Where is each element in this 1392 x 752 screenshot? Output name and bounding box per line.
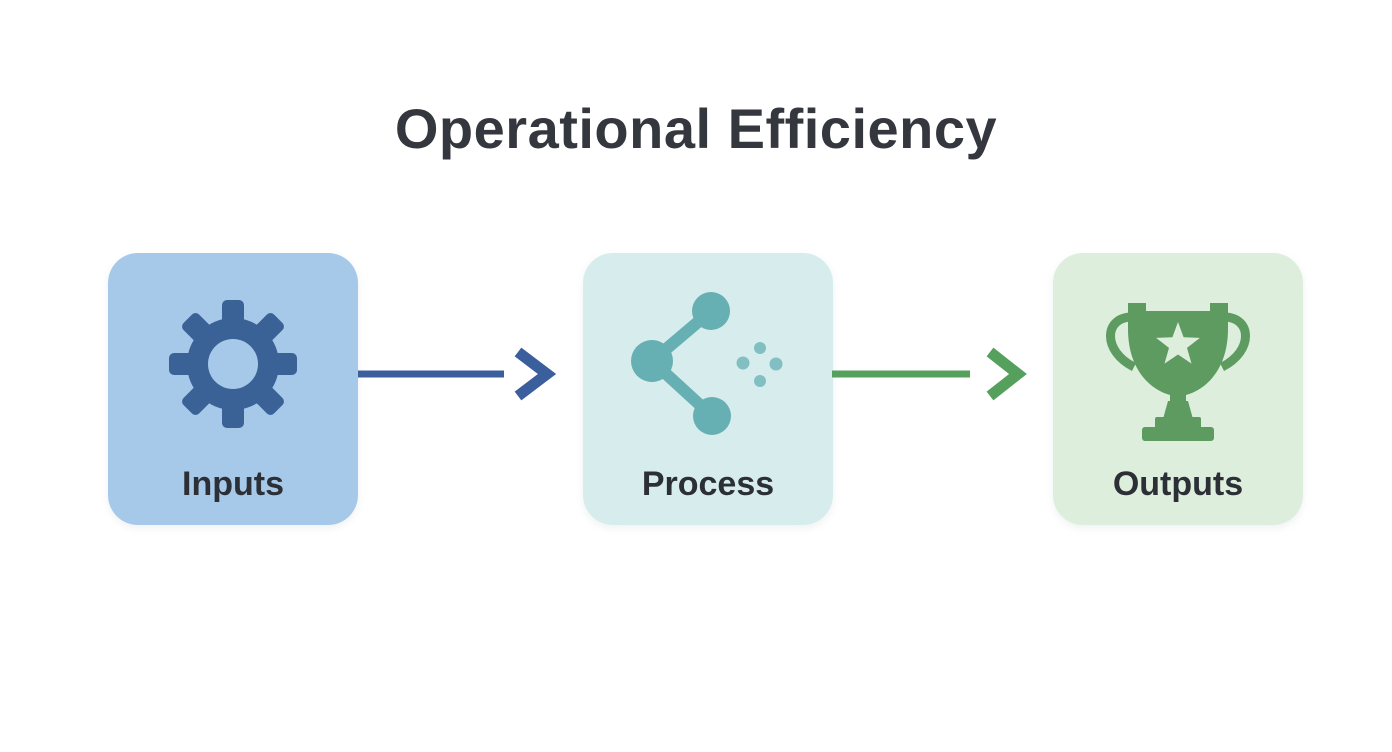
node-label-outputs: Outputs (1112, 465, 1244, 503)
flow-node-outputs: Outputs (1053, 253, 1303, 525)
arrow-right-icon-inputs-to-process (358, 347, 556, 401)
gear-icon (169, 300, 297, 428)
trophy-icon (1106, 303, 1250, 441)
sparkle-dots-icon (736, 342, 783, 387)
flow-node-process: Process (583, 253, 833, 525)
node-label-process: Process (641, 465, 775, 503)
node-label-inputs: Inputs (182, 465, 284, 503)
flow-node-inputs: Inputs (108, 253, 358, 525)
share-network-icon (631, 292, 783, 435)
page-title: Operational Efficiency (394, 97, 998, 160)
star-icon (1156, 322, 1200, 364)
arrow-right-icon-process-to-outputs (832, 347, 1027, 401)
